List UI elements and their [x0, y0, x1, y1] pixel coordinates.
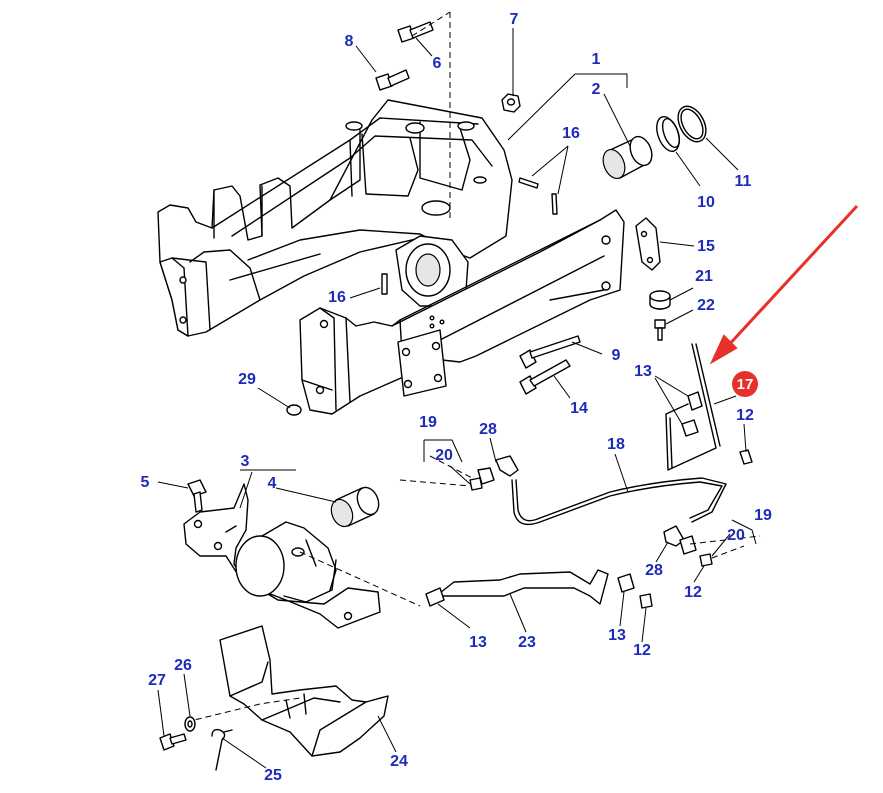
bush-4	[330, 486, 380, 528]
callout-9: 9	[612, 347, 621, 364]
assembly-line-19-left	[399, 479, 471, 487]
circlip-11	[677, 105, 707, 143]
assembly-line-20-left	[429, 455, 477, 481]
callout-13-left: 13	[469, 634, 487, 651]
clip-25	[211, 728, 233, 771]
pipe-18	[511, 477, 727, 526]
callout-2: 2	[592, 81, 601, 98]
callout-19-left: 19	[419, 414, 437, 431]
pipe-17	[665, 343, 721, 471]
callout-16-top: 16	[562, 125, 580, 142]
callout-4: 4	[268, 475, 277, 492]
callout-28-left: 28	[479, 421, 497, 438]
callout-labels: 1 2 3 4 5 6 7 8 9 10 11 12 12 12 13 13 1…	[141, 11, 772, 784]
red-pointer-arrow	[709, 204, 859, 365]
stud-16-top	[518, 177, 558, 215]
union-13-lower	[681, 419, 699, 437]
callout-21: 21	[695, 268, 713, 285]
bracket-15	[635, 217, 661, 271]
cap-10	[656, 116, 681, 152]
callout-17: 17	[737, 376, 754, 393]
spacer-21	[649, 290, 671, 310]
callout-24: 24	[390, 753, 408, 770]
callout-20-right: 20	[727, 527, 745, 544]
callout-1: 1	[592, 51, 601, 68]
union-19-right	[679, 535, 697, 555]
bolt-8	[375, 69, 410, 91]
callout-3: 3	[241, 453, 250, 470]
bolt-27	[159, 733, 187, 751]
nipple-12-low	[639, 593, 653, 609]
callout-23: 23	[518, 634, 536, 651]
callout-20-left: 20	[435, 447, 453, 464]
callout-11: 11	[735, 173, 752, 190]
bush-2	[602, 135, 653, 180]
washer-26	[184, 716, 196, 732]
assembly-line-6b	[411, 11, 451, 37]
bolt-5	[187, 479, 207, 513]
nipple-20-right	[699, 553, 713, 567]
stud-16-lower	[381, 273, 388, 295]
assembly-line-3	[299, 551, 421, 607]
callout-8: 8	[345, 33, 354, 50]
callout-14: 14	[570, 400, 588, 417]
callout-22: 22	[697, 297, 715, 314]
assembly-line-24	[185, 697, 301, 723]
axle-bracket-3	[183, 483, 381, 629]
callout-18: 18	[607, 436, 625, 453]
plug-29	[286, 404, 302, 416]
callout-25: 25	[264, 767, 282, 784]
callout-12-right: 12	[684, 584, 702, 601]
callout-13-top: 13	[634, 363, 652, 380]
bolt-6	[397, 21, 434, 43]
callout-6: 6	[433, 55, 442, 72]
bolt-14	[519, 359, 571, 395]
screw-22	[654, 319, 666, 341]
callout-16-left: 16	[328, 289, 346, 306]
union-13-left-low	[425, 587, 445, 607]
elbow-28-right	[663, 525, 685, 547]
union-19-left	[477, 467, 495, 485]
callout-28-right: 28	[645, 562, 663, 579]
highlight-badge-17: 17	[732, 371, 758, 397]
callout-12-top: 12	[736, 407, 754, 424]
nut-7	[501, 93, 521, 113]
front-axle-support-frame	[157, 99, 625, 415]
callout-13-right: 13	[608, 627, 626, 644]
callout-19-right: 19	[754, 507, 772, 524]
guard-24	[219, 625, 389, 757]
bolt-9	[519, 335, 581, 369]
leader-lines	[157, 28, 757, 769]
callout-5: 5	[141, 474, 150, 491]
callout-27: 27	[148, 672, 166, 689]
assembly-line-20-right	[711, 545, 745, 559]
union-13-upper	[687, 391, 703, 411]
callout-10: 10	[697, 194, 715, 211]
nipple-12-top	[739, 449, 753, 465]
elbow-28-left	[495, 455, 519, 477]
callout-26: 26	[174, 657, 192, 674]
callout-15: 15	[697, 238, 715, 255]
nipple-20-left	[469, 477, 483, 491]
union-13-right-low	[617, 573, 635, 593]
callout-7: 7	[510, 11, 519, 28]
callout-12-low: 12	[633, 642, 651, 659]
pipe-23	[435, 569, 609, 605]
callout-29: 29	[238, 371, 256, 388]
